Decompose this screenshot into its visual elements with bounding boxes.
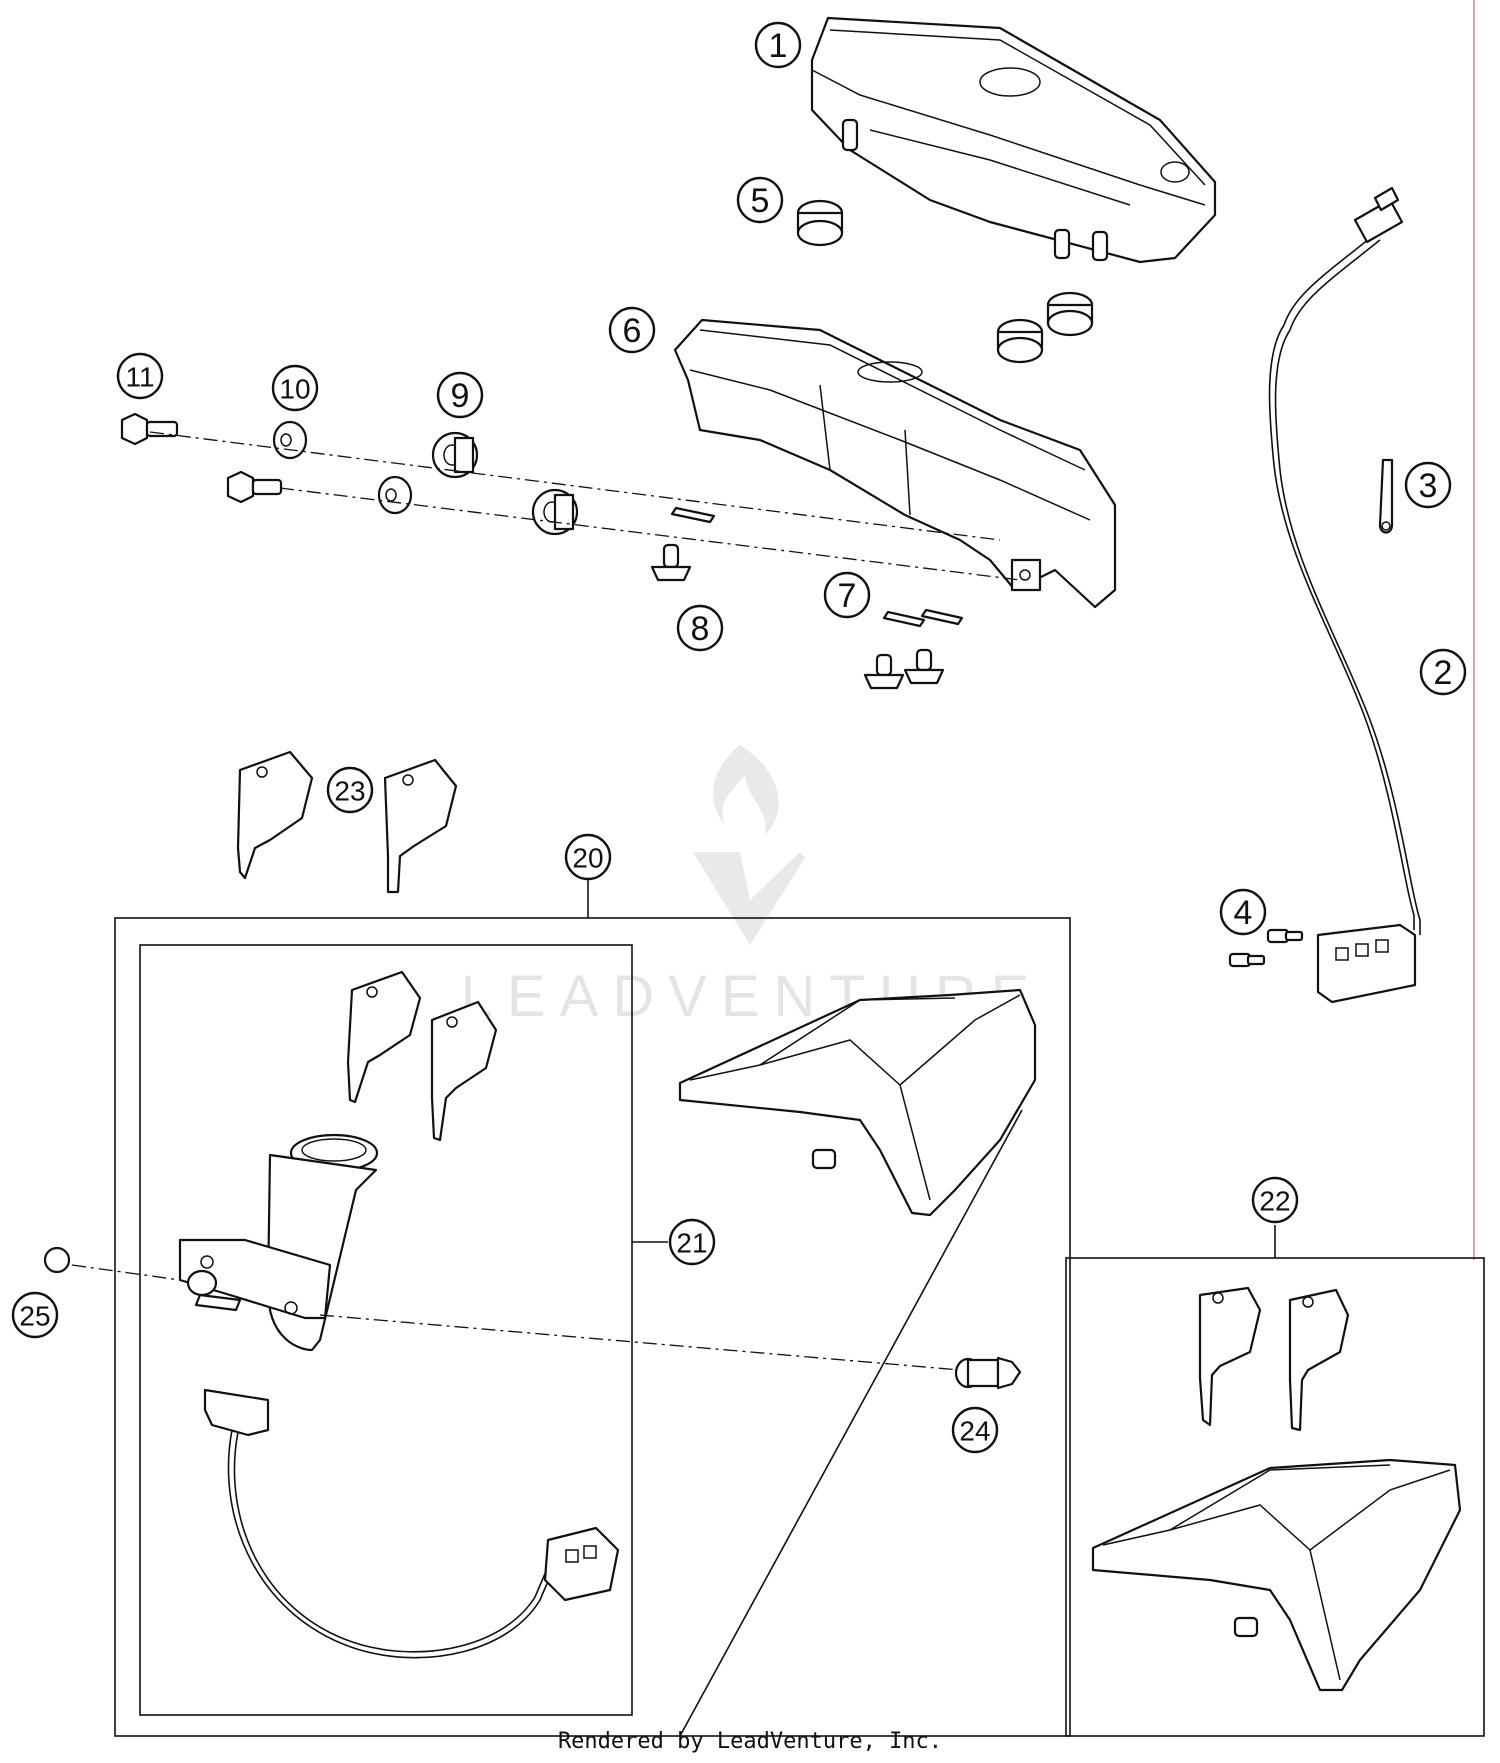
cable-tie-part	[1378, 458, 1394, 534]
spring-clip-part	[670, 506, 964, 628]
callout-23: 23	[326, 766, 374, 814]
callout-11: 11	[116, 352, 164, 400]
o-ring-part	[43, 1246, 71, 1274]
assembly-line	[319, 1314, 961, 1371]
callout-25: 25	[11, 1291, 59, 1339]
key-part	[236, 750, 458, 894]
svg-text:24: 24	[959, 1416, 990, 1447]
callout-2: 2	[1419, 648, 1467, 696]
svg-text:9: 9	[451, 377, 470, 415]
assembly-line	[71, 1264, 181, 1281]
lock-cover-part	[1091, 1458, 1462, 1692]
ignition-lock-part	[178, 1133, 620, 1659]
callout-20: 20	[564, 833, 612, 881]
callout-1: 1	[754, 21, 802, 69]
svg-text:22: 22	[1259, 1186, 1290, 1217]
assembly-line	[149, 431, 1001, 541]
callout-4: 4	[1219, 888, 1267, 936]
callout-10: 10	[271, 364, 319, 412]
grommet-part	[796, 199, 1094, 364]
callout-22: 22	[1251, 1176, 1299, 1224]
cluster-housing-part	[673, 318, 1117, 609]
leadventure-watermark: LEADVENTURE	[461, 745, 1029, 1029]
callout-8: 8	[676, 604, 724, 652]
svg-text:3: 3	[1419, 467, 1438, 505]
leader-line	[679, 1109, 1023, 1737]
lock-cover-part	[678, 988, 1037, 1217]
svg-text:25: 25	[19, 1301, 50, 1332]
callout-21: 21	[668, 1218, 716, 1266]
callout-7: 7	[823, 571, 871, 619]
svg-text:4: 4	[1234, 894, 1253, 932]
kit-box-20	[114, 917, 1071, 1737]
svg-text:10: 10	[279, 374, 310, 405]
svg-text:5: 5	[751, 182, 770, 220]
bolt-part	[120, 412, 283, 504]
wiring-harness-part	[1268, 186, 1421, 1004]
svg-text:20: 20	[572, 843, 603, 874]
svg-text:11: 11	[125, 362, 154, 393]
kit-box-21	[139, 944, 633, 1716]
small-screw-part	[1228, 928, 1304, 968]
svg-text:23: 23	[334, 776, 365, 807]
svg-text:6: 6	[623, 312, 642, 350]
screw-part	[650, 543, 945, 690]
svg-text:7: 7	[838, 577, 857, 615]
rubber-grommet-part	[431, 431, 579, 536]
callout-3: 3	[1404, 461, 1452, 509]
callout-5: 5	[736, 176, 784, 224]
callout-6: 6	[608, 306, 656, 354]
callout-24: 24	[951, 1406, 999, 1454]
svg-text:21: 21	[676, 1228, 707, 1259]
instrument-cluster-part	[810, 16, 1217, 264]
svg-text:1: 1	[769, 27, 788, 65]
lock-screw-part	[954, 1356, 1022, 1390]
svg-text:8: 8	[691, 610, 710, 648]
key-part	[346, 970, 498, 1142]
footer-credit: Rendered by LeadVenture, Inc.	[558, 1729, 942, 1754]
key-part	[1198, 1286, 1350, 1432]
callout-9: 9	[436, 371, 484, 419]
washer-part	[272, 420, 413, 515]
svg-text:2: 2	[1434, 654, 1453, 692]
assembly-line	[279, 487, 1021, 581]
